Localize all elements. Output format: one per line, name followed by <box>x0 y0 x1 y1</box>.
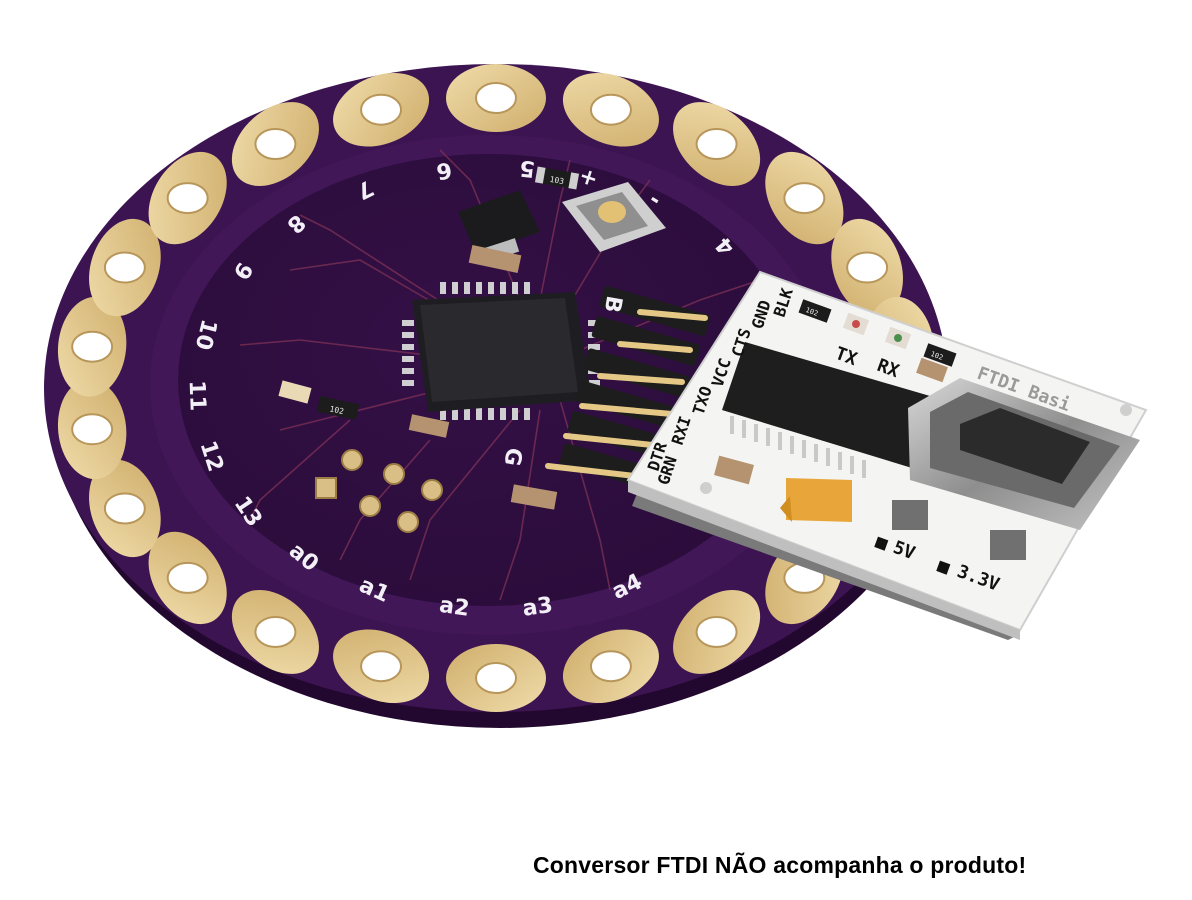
chip-top-highlight <box>420 298 578 402</box>
pin-label: 11 <box>184 380 210 411</box>
pad-hole <box>166 561 209 594</box>
pad-hole <box>254 615 297 648</box>
gold-pad <box>562 72 659 147</box>
gold-pad <box>89 218 161 317</box>
smd-resistors: 103 102 <box>278 166 580 510</box>
pad-hole <box>103 492 146 525</box>
pad-hole <box>71 330 114 363</box>
ftdi-chip <box>722 342 930 478</box>
pin-label: 5 <box>518 154 536 180</box>
pad-hole <box>360 650 403 683</box>
pin-label: a2 <box>438 593 471 622</box>
pad-hole <box>695 128 738 161</box>
gold-pad <box>673 590 761 674</box>
pad-hole <box>783 182 826 215</box>
resistor-marking: 102 <box>329 404 345 416</box>
gold-pad <box>446 64 546 132</box>
gold-pad <box>673 102 761 186</box>
pad-hole <box>71 413 114 446</box>
jumper-5v-square <box>874 536 889 551</box>
pad-hole <box>589 93 632 126</box>
ftdi-leds <box>842 312 912 350</box>
usb-mini-connector <box>908 378 1140 530</box>
header-label-b: B <box>599 294 627 315</box>
pad-hole <box>475 82 517 114</box>
pad-hole <box>254 128 297 161</box>
ftdi-smd-parts: 102 102 <box>700 299 1132 560</box>
pad-hole <box>695 615 738 648</box>
gold-pad <box>831 218 903 317</box>
pad-hole <box>475 662 517 694</box>
gold-pad <box>562 629 659 704</box>
chip-pins <box>402 282 600 420</box>
pad-hole <box>103 251 146 284</box>
pad-hole <box>360 93 403 126</box>
ftdi-pcb-edge <box>628 480 1020 640</box>
gold-pad <box>333 629 430 704</box>
gold-pad <box>333 72 430 147</box>
gold-pad <box>57 379 127 480</box>
gold-pad <box>148 531 227 625</box>
gold-pad <box>231 102 319 186</box>
header-label-g: G <box>498 446 526 468</box>
ftdi-breakout: 102 102 DTR RXI TXO VCC CTS GND GRN BLK … <box>626 270 1148 640</box>
solder-vias <box>315 449 443 533</box>
product-disclaimer-caption: Conversor FTDI NÃO acompanha o produto! <box>533 852 1027 878</box>
gold-pad <box>231 590 319 674</box>
lilypad-board: 5678910111213a0a1a2a3a434-+ 103 <box>44 64 950 728</box>
resistor-marking: 103 <box>549 175 565 186</box>
gold-pad <box>765 151 844 245</box>
pin-label: 6 <box>434 156 453 183</box>
ftdi-resistor-marking: 102 <box>929 350 944 362</box>
pad-hole <box>589 650 632 683</box>
jumper-3v3-square <box>936 560 951 575</box>
ftdi-resistor-marking: 102 <box>804 306 819 318</box>
gold-pad <box>446 644 546 712</box>
reset-button <box>562 182 666 252</box>
tantalum-capacitor <box>780 478 852 522</box>
atmega-chip <box>402 282 600 420</box>
pin-label: a3 <box>521 593 554 622</box>
gold-pad <box>57 296 127 397</box>
pad-hole <box>846 251 889 284</box>
pad-hole <box>166 182 209 215</box>
pin-header: B G <box>498 285 711 491</box>
gold-pad <box>89 459 161 558</box>
gold-pad <box>148 151 227 245</box>
